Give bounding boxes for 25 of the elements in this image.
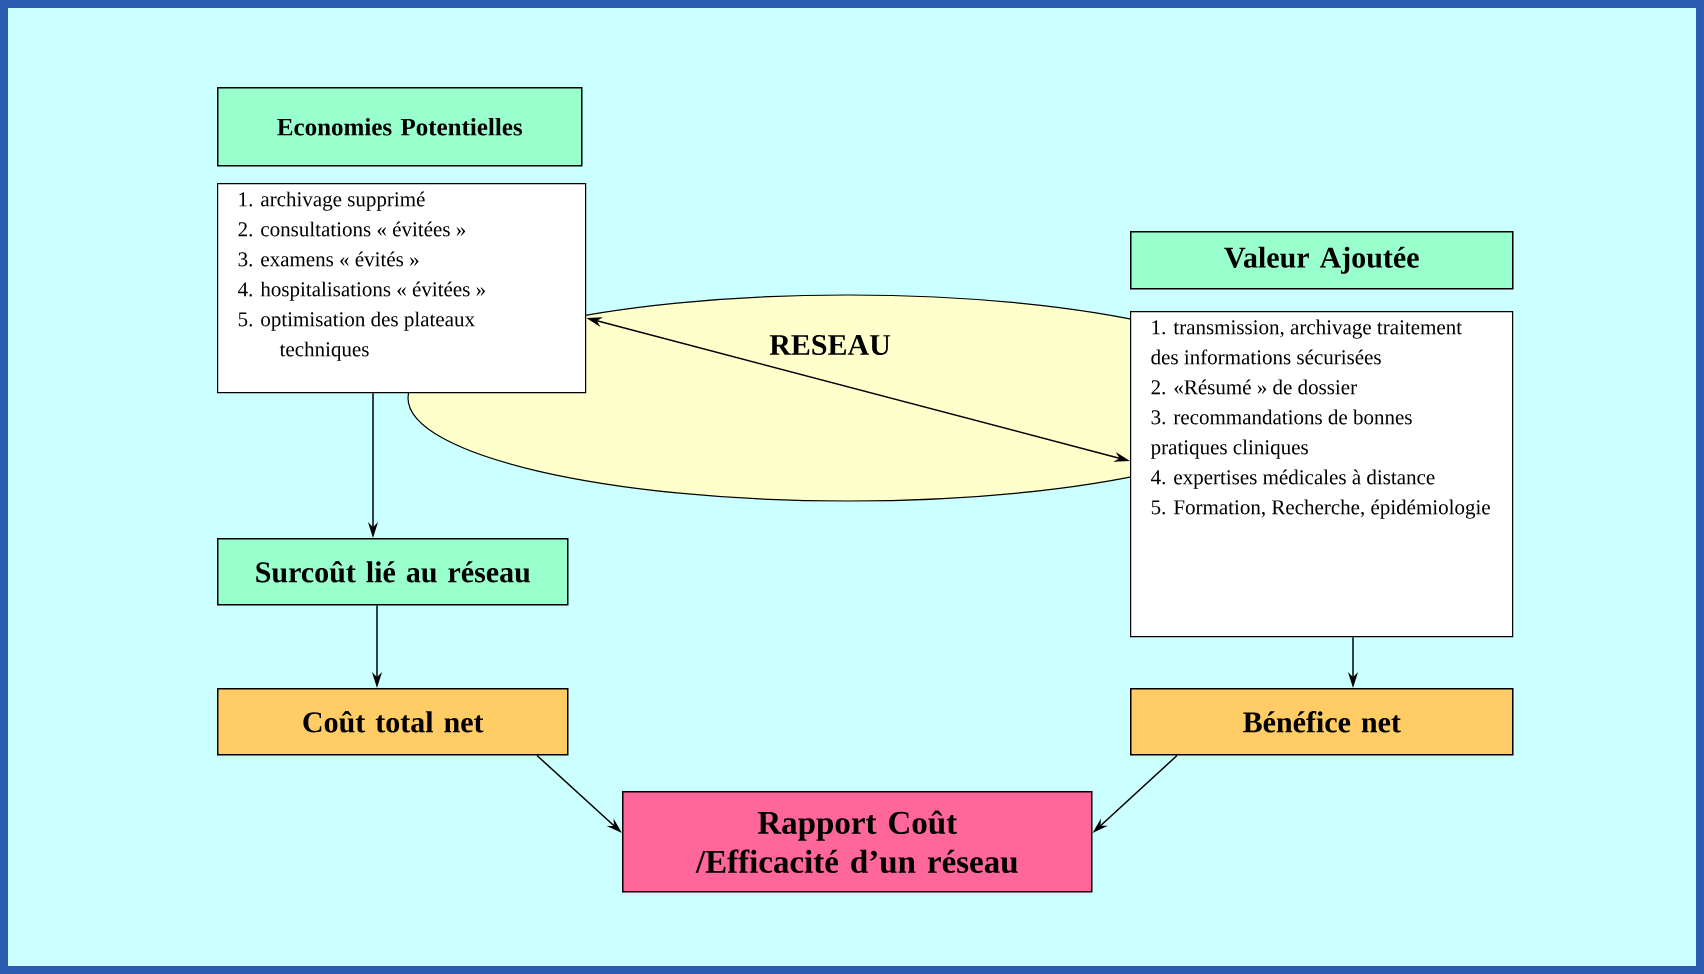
list-item: 2. «Résumé » de dossier: [1151, 379, 1357, 395]
result-box: [217, 688, 569, 756]
result-box: [217, 538, 569, 606]
box-title: Rapport Coût /Efficacité d’un réseau: [695, 810, 1018, 874]
heading-box: [1130, 231, 1514, 290]
box-title: Economies Potentielles: [277, 117, 523, 136]
box-title: Coût total net: [303, 711, 484, 733]
list-item: 3. examens « évités »: [238, 251, 419, 267]
box-title: Valeur Ajoutée: [1224, 246, 1419, 274]
result-box: [1130, 688, 1514, 756]
list-item: 1. transmission, archivage traitement des informations sécurisées: [1151, 319, 1462, 365]
conclusion-box: [622, 791, 1093, 893]
list-item: 5. Formation, Recherche, épidémiologie: [1151, 499, 1490, 519]
box-title: Surcoût lié au réseau: [256, 561, 530, 583]
list-item: 5. optimisation des plateaux techniques: [238, 311, 475, 361]
heading-box: [217, 87, 583, 167]
list-item: 4. hospitalisations « évitées »: [238, 281, 485, 301]
list-item: 3. recommandations de bonnes pratiques cliniques: [1150, 409, 1412, 459]
network-label: RESEAU: [769, 334, 891, 356]
box-title: Bénéfice net: [1243, 711, 1401, 733]
list-box: [1130, 311, 1514, 638]
list-item: 4. expertises médicales à distance: [1151, 469, 1435, 489]
list-box: [217, 183, 587, 394]
list-item: 1. archivage supprimé: [239, 191, 425, 211]
list-item: 2. consultations « évitées »: [238, 221, 466, 237]
